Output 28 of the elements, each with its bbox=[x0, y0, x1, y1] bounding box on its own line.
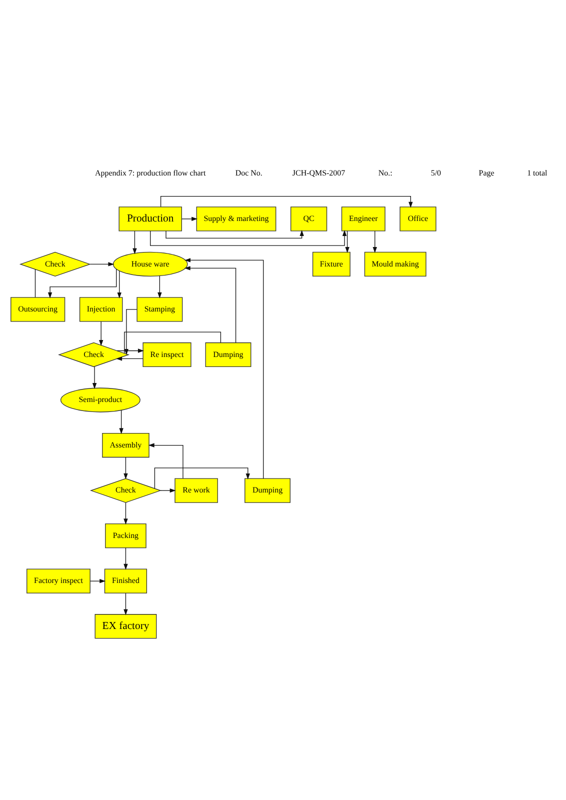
arrow bbox=[166, 230, 304, 239]
arrow bbox=[132, 230, 137, 254]
arrow bbox=[158, 276, 162, 298]
arrow bbox=[90, 262, 114, 266]
arrow bbox=[148, 443, 184, 479]
arrow bbox=[124, 457, 128, 480]
arrow bbox=[90, 578, 106, 584]
arrow bbox=[184, 258, 264, 479]
arrow bbox=[116, 356, 144, 361]
arrow bbox=[117, 270, 122, 298]
arrow bbox=[119, 410, 124, 434]
arrow bbox=[372, 230, 377, 254]
arrow bbox=[92, 366, 97, 390]
arrow bbox=[124, 548, 128, 570]
node-box: Production bbox=[118, 206, 182, 232]
connector bbox=[34, 269, 36, 298]
arrow bbox=[184, 266, 236, 344]
arrow bbox=[160, 488, 176, 493]
node-box: EX factory bbox=[94, 614, 157, 639]
arrow bbox=[150, 230, 347, 246]
arrow bbox=[98, 321, 104, 346]
arrow bbox=[154, 468, 250, 489]
arrow bbox=[182, 216, 198, 222]
arrow bbox=[116, 348, 144, 353]
arrow bbox=[345, 230, 350, 254]
arrow bbox=[124, 502, 128, 525]
arrow bbox=[48, 268, 117, 298]
arrow bbox=[124, 592, 128, 616]
